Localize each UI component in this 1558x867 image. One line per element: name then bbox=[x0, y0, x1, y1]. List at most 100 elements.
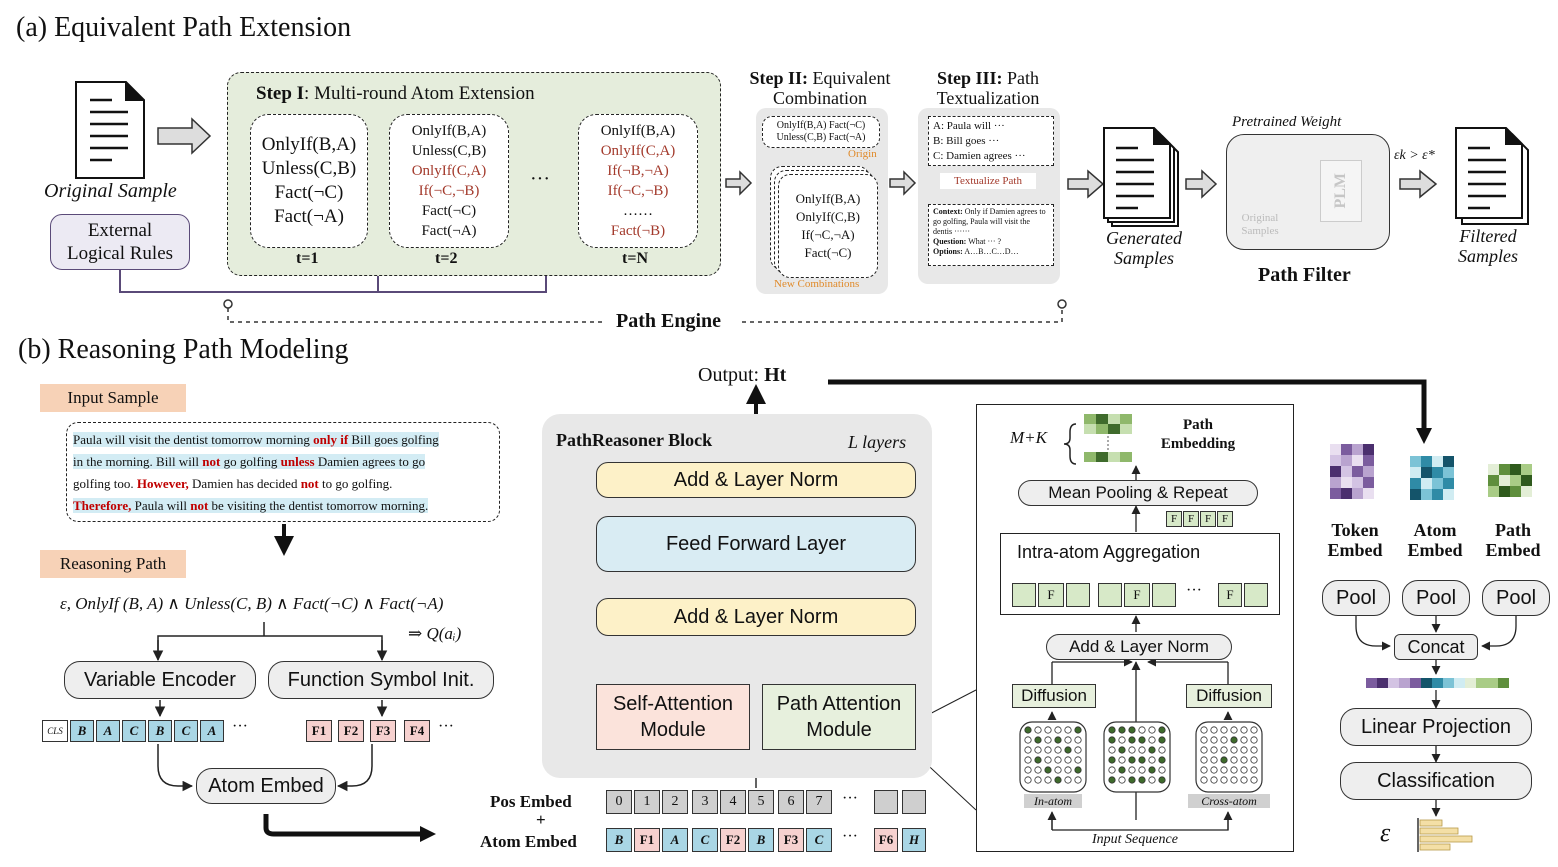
atom-embed-right-label: Atom Embed bbox=[1407, 520, 1463, 560]
step2-title: Step II: Equivalent Combination bbox=[749, 68, 891, 108]
atom-cell: C bbox=[692, 828, 718, 852]
document-icon bbox=[75, 81, 145, 179]
mean-pooling-repeat: Mean Pooling & Repeat bbox=[1018, 480, 1258, 506]
output-label: Output: Ht bbox=[698, 364, 787, 386]
t2-label: t=2 bbox=[435, 250, 458, 267]
flow-arrow-3 bbox=[889, 170, 917, 196]
pretrained-weight-label: Pretrained Weight bbox=[1232, 114, 1342, 130]
pos-cell: 2 bbox=[662, 790, 688, 814]
f-cell: F bbox=[1200, 511, 1216, 527]
cross-atom-label: Cross-atom bbox=[1188, 794, 1270, 808]
atom-embed-matrix bbox=[1410, 456, 1454, 500]
func-cell: F3 bbox=[370, 720, 396, 742]
feed-forward-layer: Feed Forward Layer bbox=[596, 516, 916, 572]
token-embed-matrix bbox=[1330, 444, 1374, 499]
f-cell: F bbox=[1166, 511, 1182, 527]
new-combination-card: OnlyIf(B,A) OnlyIf(C,B) If(¬C,¬A) Fact(¬… bbox=[778, 174, 878, 278]
flow-arrow-4 bbox=[1067, 169, 1105, 199]
options-card: A: Paula will ··· B: Bill goes ··· C: Da… bbox=[928, 116, 1054, 166]
epsilon-condition: εk > ε* bbox=[1394, 148, 1435, 163]
flow-arrow-6 bbox=[1399, 169, 1438, 199]
pos-ellipsis: ··· bbox=[842, 790, 858, 807]
token-ellipsis: ··· bbox=[1186, 582, 1202, 599]
f-token-cell: F bbox=[1218, 583, 1242, 607]
input-sample-label: Input Sample bbox=[40, 384, 186, 412]
origin-combination: OnlyIf(B,A) Fact(¬C) Unless(C,B) Fact(¬A… bbox=[762, 116, 880, 148]
plus-sign: + bbox=[536, 810, 546, 829]
pos-cell: 0 bbox=[606, 790, 632, 814]
reasoning-formula: ε, OnlyIf (B, A) ∧ Unless(C, B) ∧ Fact(¬… bbox=[60, 594, 444, 613]
var-cell: B bbox=[70, 720, 94, 742]
atom-cell: B bbox=[748, 828, 774, 852]
atom-ellipsis: ··· bbox=[842, 828, 858, 845]
var-ellipsis: ··· bbox=[232, 718, 248, 735]
step-ellipsis: ··· bbox=[530, 168, 550, 190]
generated-samples-label: Generated Samples bbox=[1106, 228, 1182, 268]
pos-cell: 6 bbox=[778, 790, 804, 814]
flow-arrow-5 bbox=[1185, 169, 1218, 199]
func-cell: F2 bbox=[338, 720, 364, 742]
path-engine-label: Path Engine bbox=[610, 310, 728, 333]
new-combinations-label: New Combinations bbox=[774, 278, 860, 290]
pos-cell-empty bbox=[874, 790, 898, 814]
path-attention-module: Path Attention Module bbox=[762, 684, 916, 750]
func-cell: F1 bbox=[306, 720, 332, 742]
func-cell: F4 bbox=[404, 720, 430, 742]
flow-arrow-1 bbox=[157, 117, 212, 155]
section-a-title: (a) Equivalent Path Extension bbox=[16, 12, 352, 43]
original-sample-label: Original Sample bbox=[44, 180, 177, 202]
origin-label: Origin bbox=[848, 148, 877, 160]
linear-projection: Linear Projection bbox=[1340, 708, 1532, 746]
f-cell: F bbox=[1183, 511, 1199, 527]
token-embed-label: Token Embed bbox=[1327, 520, 1383, 560]
f-token-cell: F bbox=[1124, 583, 1150, 607]
textualized-card: Context: Only if Damien agrees to go gol… bbox=[928, 204, 1054, 266]
add-layer-norm-top: Add & Layer Norm bbox=[596, 462, 916, 498]
plm-block: PLM bbox=[1320, 160, 1362, 222]
atom-cell: H bbox=[902, 828, 926, 852]
atom-cell: F2 bbox=[720, 828, 746, 852]
diffusion-left: Diffusion bbox=[1012, 684, 1096, 708]
path-embedding-label: Path Embedding bbox=[1160, 417, 1236, 452]
in-atom-label: In-atom bbox=[1024, 794, 1082, 808]
variable-encoder: Variable Encoder bbox=[64, 661, 256, 699]
atom-set-t2: OnlyIf(B,A) Unless(C,B) OnlyIf(C,A) If(¬… bbox=[389, 114, 509, 248]
section-b-title: (b) Reasoning Path Modeling bbox=[18, 334, 349, 365]
f-cell: F bbox=[1217, 511, 1233, 527]
self-attention-module: Self-Attention Module bbox=[596, 684, 750, 750]
var-cell: C bbox=[174, 720, 198, 742]
t1-label: t=1 bbox=[296, 250, 319, 267]
path-filter-box bbox=[1226, 134, 1390, 250]
add-layer-norm-inner: Add & Layer Norm bbox=[1046, 634, 1232, 660]
step3-title: Step III: Path Textualization bbox=[936, 68, 1040, 108]
layers-label: L layers bbox=[848, 432, 907, 452]
classification: Classification bbox=[1340, 762, 1532, 800]
filtered-documents-icon bbox=[1455, 127, 1529, 225]
atom-embed-label: Atom Embed bbox=[480, 832, 577, 851]
stacked-documents-icon bbox=[1103, 127, 1179, 227]
flow-arrow-2 bbox=[725, 170, 753, 196]
atom-cell: A bbox=[662, 828, 688, 852]
output-bars-icon bbox=[1417, 818, 1473, 852]
atom-cell: B bbox=[606, 828, 632, 852]
atom-set-t1: OnlyIf(B,A) Unless(C,B) Fact(¬C) Fact(¬A… bbox=[250, 114, 368, 248]
input-sample-text: Paula will visit the dentist tomorrow mo… bbox=[66, 422, 500, 522]
path-embed-matrix bbox=[1488, 464, 1532, 497]
var-cell: A bbox=[96, 720, 120, 742]
epsilon-output: ε bbox=[1380, 818, 1391, 847]
external-logical-rules: External Logical Rules bbox=[50, 214, 190, 270]
pos-cell: 1 bbox=[634, 790, 660, 814]
mk-label: M+K bbox=[1010, 428, 1047, 447]
input-sequence-label: Input Sequence bbox=[1090, 832, 1180, 848]
atom-embed-pill: Atom Embed bbox=[196, 768, 336, 804]
token-cell bbox=[1098, 583, 1122, 607]
pool-path: Pool bbox=[1482, 580, 1550, 616]
add-layer-norm-mid: Add & Layer Norm bbox=[596, 598, 916, 636]
atom-set-tN: OnlyIf(B,A) OnlyIf(C,A) If(¬B,¬A) If(¬C,… bbox=[578, 114, 698, 248]
path-filter-label: Path Filter bbox=[1258, 264, 1351, 286]
var-cell-cls: CLS bbox=[42, 720, 68, 742]
pool-atom: Pool bbox=[1402, 580, 1470, 616]
textualize-path-label: Textualize Path bbox=[940, 173, 1036, 189]
pos-cell: 5 bbox=[748, 790, 774, 814]
